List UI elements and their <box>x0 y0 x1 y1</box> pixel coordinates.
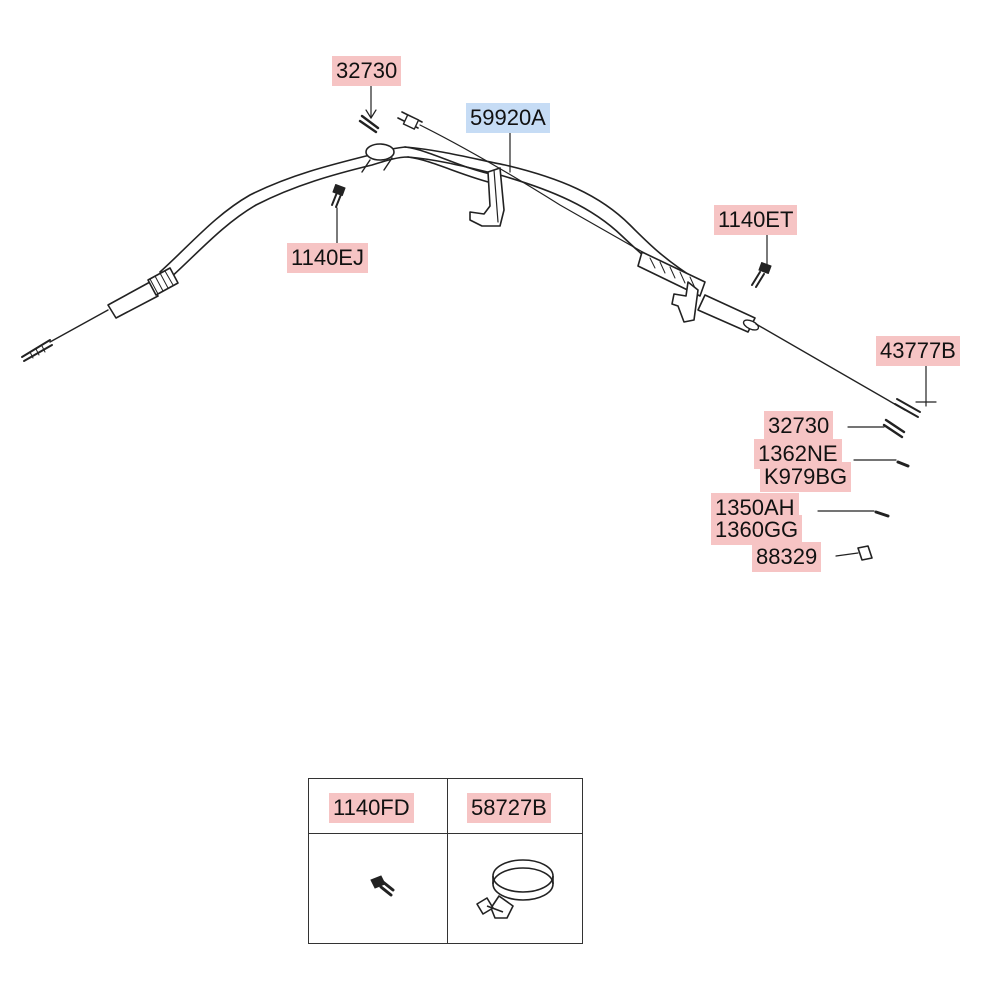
spring-clip-right <box>882 418 906 439</box>
callout-1140EJ: 1140EJ <box>287 243 368 273</box>
callout-88329: 88329 <box>752 542 822 572</box>
pin-1362NE <box>896 460 910 468</box>
callout-K979BG: K979BG <box>760 462 852 492</box>
callout-1360GG: 1360GG <box>711 515 803 545</box>
bolt-icon <box>370 875 395 897</box>
legend-header: 58727B <box>447 779 582 834</box>
legend-cell-58727B: 58727B <box>447 779 582 943</box>
leader-lines <box>336 83 937 557</box>
legend-cell-1140FD: 1140FD <box>309 779 448 943</box>
callout-1140ET: 1140ET <box>714 205 798 235</box>
cable-bracket-clip <box>469 167 505 227</box>
hose-clamp-icon <box>476 859 554 919</box>
pin-1350AH <box>874 510 890 518</box>
callout-43777B: 43777B <box>876 336 960 366</box>
clip-88329 <box>857 545 873 561</box>
legend-code-58727B: 58727B <box>467 793 551 823</box>
callout-1362NE: 1362NE <box>754 439 842 469</box>
right-cable-bracket <box>637 251 921 418</box>
left-cable <box>21 146 497 362</box>
bolt-1140ET <box>751 262 772 288</box>
callout-32730-right: 32730 <box>764 411 834 441</box>
legend-header: 1140FD <box>309 779 447 834</box>
callout-59920A: 59920A <box>466 103 550 133</box>
legend-code-1140FD: 1140FD <box>329 793 414 823</box>
bolt-1140EJ <box>331 184 346 208</box>
spring-clip-top <box>358 114 380 134</box>
callout-32730-top: 32730 <box>332 56 402 86</box>
parts-legend-table: 1140FD 58727B <box>308 778 583 944</box>
cable-grommet <box>361 143 395 173</box>
